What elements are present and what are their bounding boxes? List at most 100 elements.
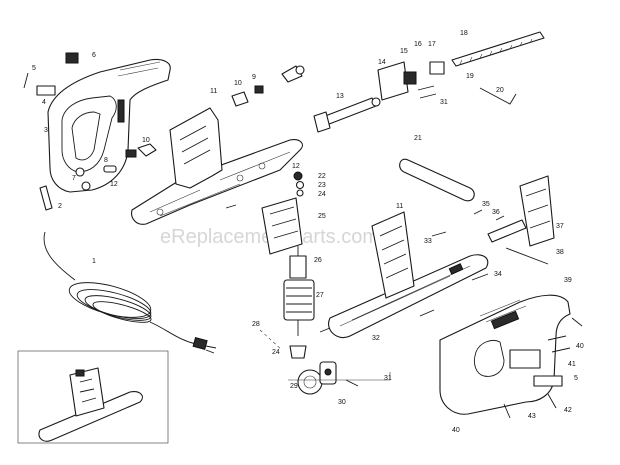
bracket-10 [231, 91, 249, 107]
clip-9 [254, 85, 264, 94]
nut-8 [81, 181, 91, 191]
switch-block [65, 52, 79, 64]
center-main-housing [328, 211, 489, 338]
ring-24 [296, 189, 304, 197]
washer-8 [295, 65, 305, 75]
callout-34: 34 [494, 271, 502, 278]
callout-3: 3 [44, 127, 48, 134]
callout-35: 35 [482, 201, 490, 208]
nut-7 [75, 167, 85, 177]
blade-teeth [459, 38, 533, 65]
callout-28: 28 [252, 321, 260, 328]
callout-6: 6 [92, 52, 96, 59]
callout-41: 41 [568, 361, 576, 368]
lever-10 [137, 143, 157, 157]
screw-small [225, 204, 237, 209]
bracket-line-31 [288, 372, 391, 381]
callout-24b: 24 [272, 349, 280, 356]
callout-33: 33 [424, 238, 432, 245]
gear-assembly-29 [297, 361, 337, 395]
clip-part [125, 149, 137, 158]
plate-41 [533, 375, 563, 387]
callout-5: 5 [32, 65, 36, 72]
inset-assembly-view [17, 350, 169, 444]
callout-11: 11 [210, 88, 217, 95]
callout-39: 39 [564, 277, 572, 284]
callout-22: 22 [318, 173, 326, 180]
screw-40b [551, 347, 571, 353]
plate-15 [403, 71, 417, 85]
bearing-24-lower [289, 345, 307, 359]
shoe-bracket-assembly [487, 175, 555, 247]
callout-17: 17 [428, 41, 436, 48]
screw-34 [471, 273, 489, 281]
callout-10: 10 [234, 80, 242, 87]
bearing-22 [293, 171, 303, 181]
screw-42 [547, 393, 557, 409]
callout-4: 4 [42, 99, 46, 106]
screw-31 [419, 93, 437, 99]
screw-19 [417, 85, 435, 91]
screw-5 [23, 72, 29, 89]
callout-40b: 40 [452, 427, 460, 434]
callout-1: 1 [92, 258, 96, 265]
callout-15: 15 [400, 48, 408, 55]
screw-40 [547, 335, 567, 341]
rod-38 [505, 247, 549, 265]
screw-32a [319, 327, 331, 333]
callout-18: 18 [460, 30, 468, 37]
gear-housing-frame [131, 107, 303, 225]
callout-2: 2 [58, 203, 62, 210]
switch-plate [36, 85, 56, 96]
callout-42: 42 [564, 407, 572, 414]
callout-13: 13 [336, 93, 344, 100]
right-handle-housing [439, 294, 571, 415]
callout-7: 7 [72, 175, 76, 182]
plunger-shaft-13 [313, 97, 381, 133]
callout-30: 30 [338, 399, 346, 406]
screw-33 [431, 231, 447, 237]
callout-31b: 31 [440, 99, 448, 106]
callout-21: 21 [414, 135, 422, 142]
callout-9: 9 [252, 74, 256, 81]
callout-5b: 5 [574, 375, 578, 382]
spring-9 [103, 165, 117, 173]
callout-40: 40 [576, 343, 584, 350]
left-handle-housing [47, 58, 171, 193]
callout-29: 29 [290, 383, 298, 390]
callout-20: 20 [496, 87, 504, 94]
screw-32b [419, 309, 435, 317]
clamp-17 [429, 61, 445, 75]
callout-23: 23 [318, 182, 326, 189]
callout-25: 25 [318, 213, 326, 220]
callout-43: 43 [528, 413, 536, 420]
callout-27: 27 [316, 292, 324, 299]
tube-21 [399, 158, 475, 202]
callout-8: 8 [104, 157, 108, 164]
callout-14: 14 [378, 59, 386, 66]
callout-24: 24 [318, 191, 326, 198]
motor-field-assembly [261, 197, 303, 255]
callout-31: 31 [384, 375, 392, 382]
screw-2 [39, 185, 53, 211]
callout-11b: 11 [396, 203, 403, 210]
screw-30 [345, 379, 359, 387]
callout-38: 38 [556, 249, 564, 256]
hex-key-20 [479, 87, 517, 105]
armature-27 [283, 246, 315, 336]
callout-37: 37 [556, 223, 564, 230]
callout-32: 32 [372, 335, 380, 342]
callout-16: 16 [414, 41, 422, 48]
leader-28 [259, 329, 283, 351]
callout-26: 26 [314, 257, 322, 264]
screw-right [571, 317, 583, 327]
callout-36: 36 [492, 209, 500, 216]
power-cord [43, 231, 217, 354]
screw-35 [473, 209, 483, 215]
callout-12b: 12 [110, 181, 118, 188]
callout-19: 19 [466, 73, 474, 80]
callout-12: 12 [292, 163, 300, 170]
washer-23 [295, 180, 305, 190]
